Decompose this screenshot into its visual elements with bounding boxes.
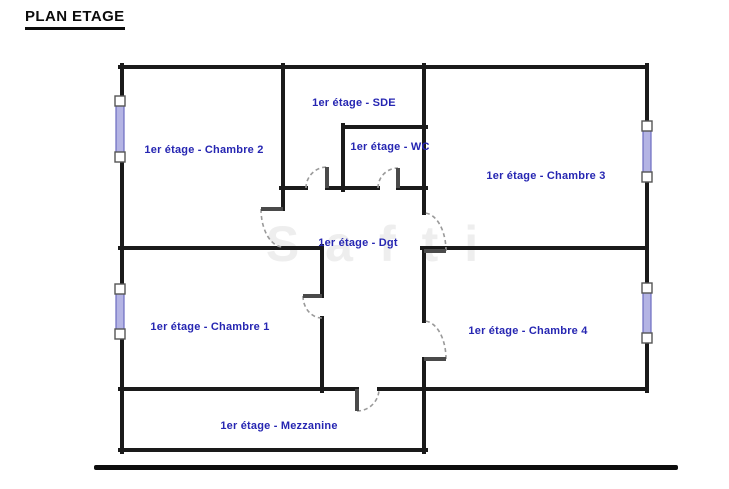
window-chambre2 (114, 95, 126, 163)
windows (114, 95, 653, 344)
page-title: PLAN ETAGE (25, 8, 125, 30)
bottom-rule (94, 465, 678, 470)
room-label-dgt: 1er étage - Dgt (318, 237, 398, 249)
door-arc-sde (305, 166, 328, 189)
door-arc-chambre2 (260, 208, 284, 248)
room-label-chambre-4: 1er étage - Chambre 4 (468, 325, 588, 337)
door-arc-mezzanine (356, 388, 380, 412)
door-leaves (261, 167, 446, 411)
room-label-chambre-2: 1er étage - Chambre 2 (144, 144, 264, 156)
door-arc-wc (377, 167, 399, 189)
window-chambre4 (641, 282, 653, 344)
door-arc-chambre3 (423, 212, 447, 252)
walls (118, 63, 649, 454)
room-label-mezzanine: 1er étage - Mezzanine (220, 420, 338, 432)
door-arc-chambre4 (423, 320, 447, 360)
room-label-sde: 1er étage - SDE (312, 97, 396, 109)
window-chambre1 (114, 283, 126, 340)
room-label-chambre-3: 1er étage - Chambre 3 (486, 170, 606, 182)
door-arc-chambre1 (302, 295, 323, 319)
room-label-wc: 1er étage - WC (350, 141, 430, 153)
room-label-chambre-1: 1er étage - Chambre 1 (150, 321, 270, 333)
window-chambre3 (641, 120, 653, 183)
door-arcs (260, 166, 447, 412)
